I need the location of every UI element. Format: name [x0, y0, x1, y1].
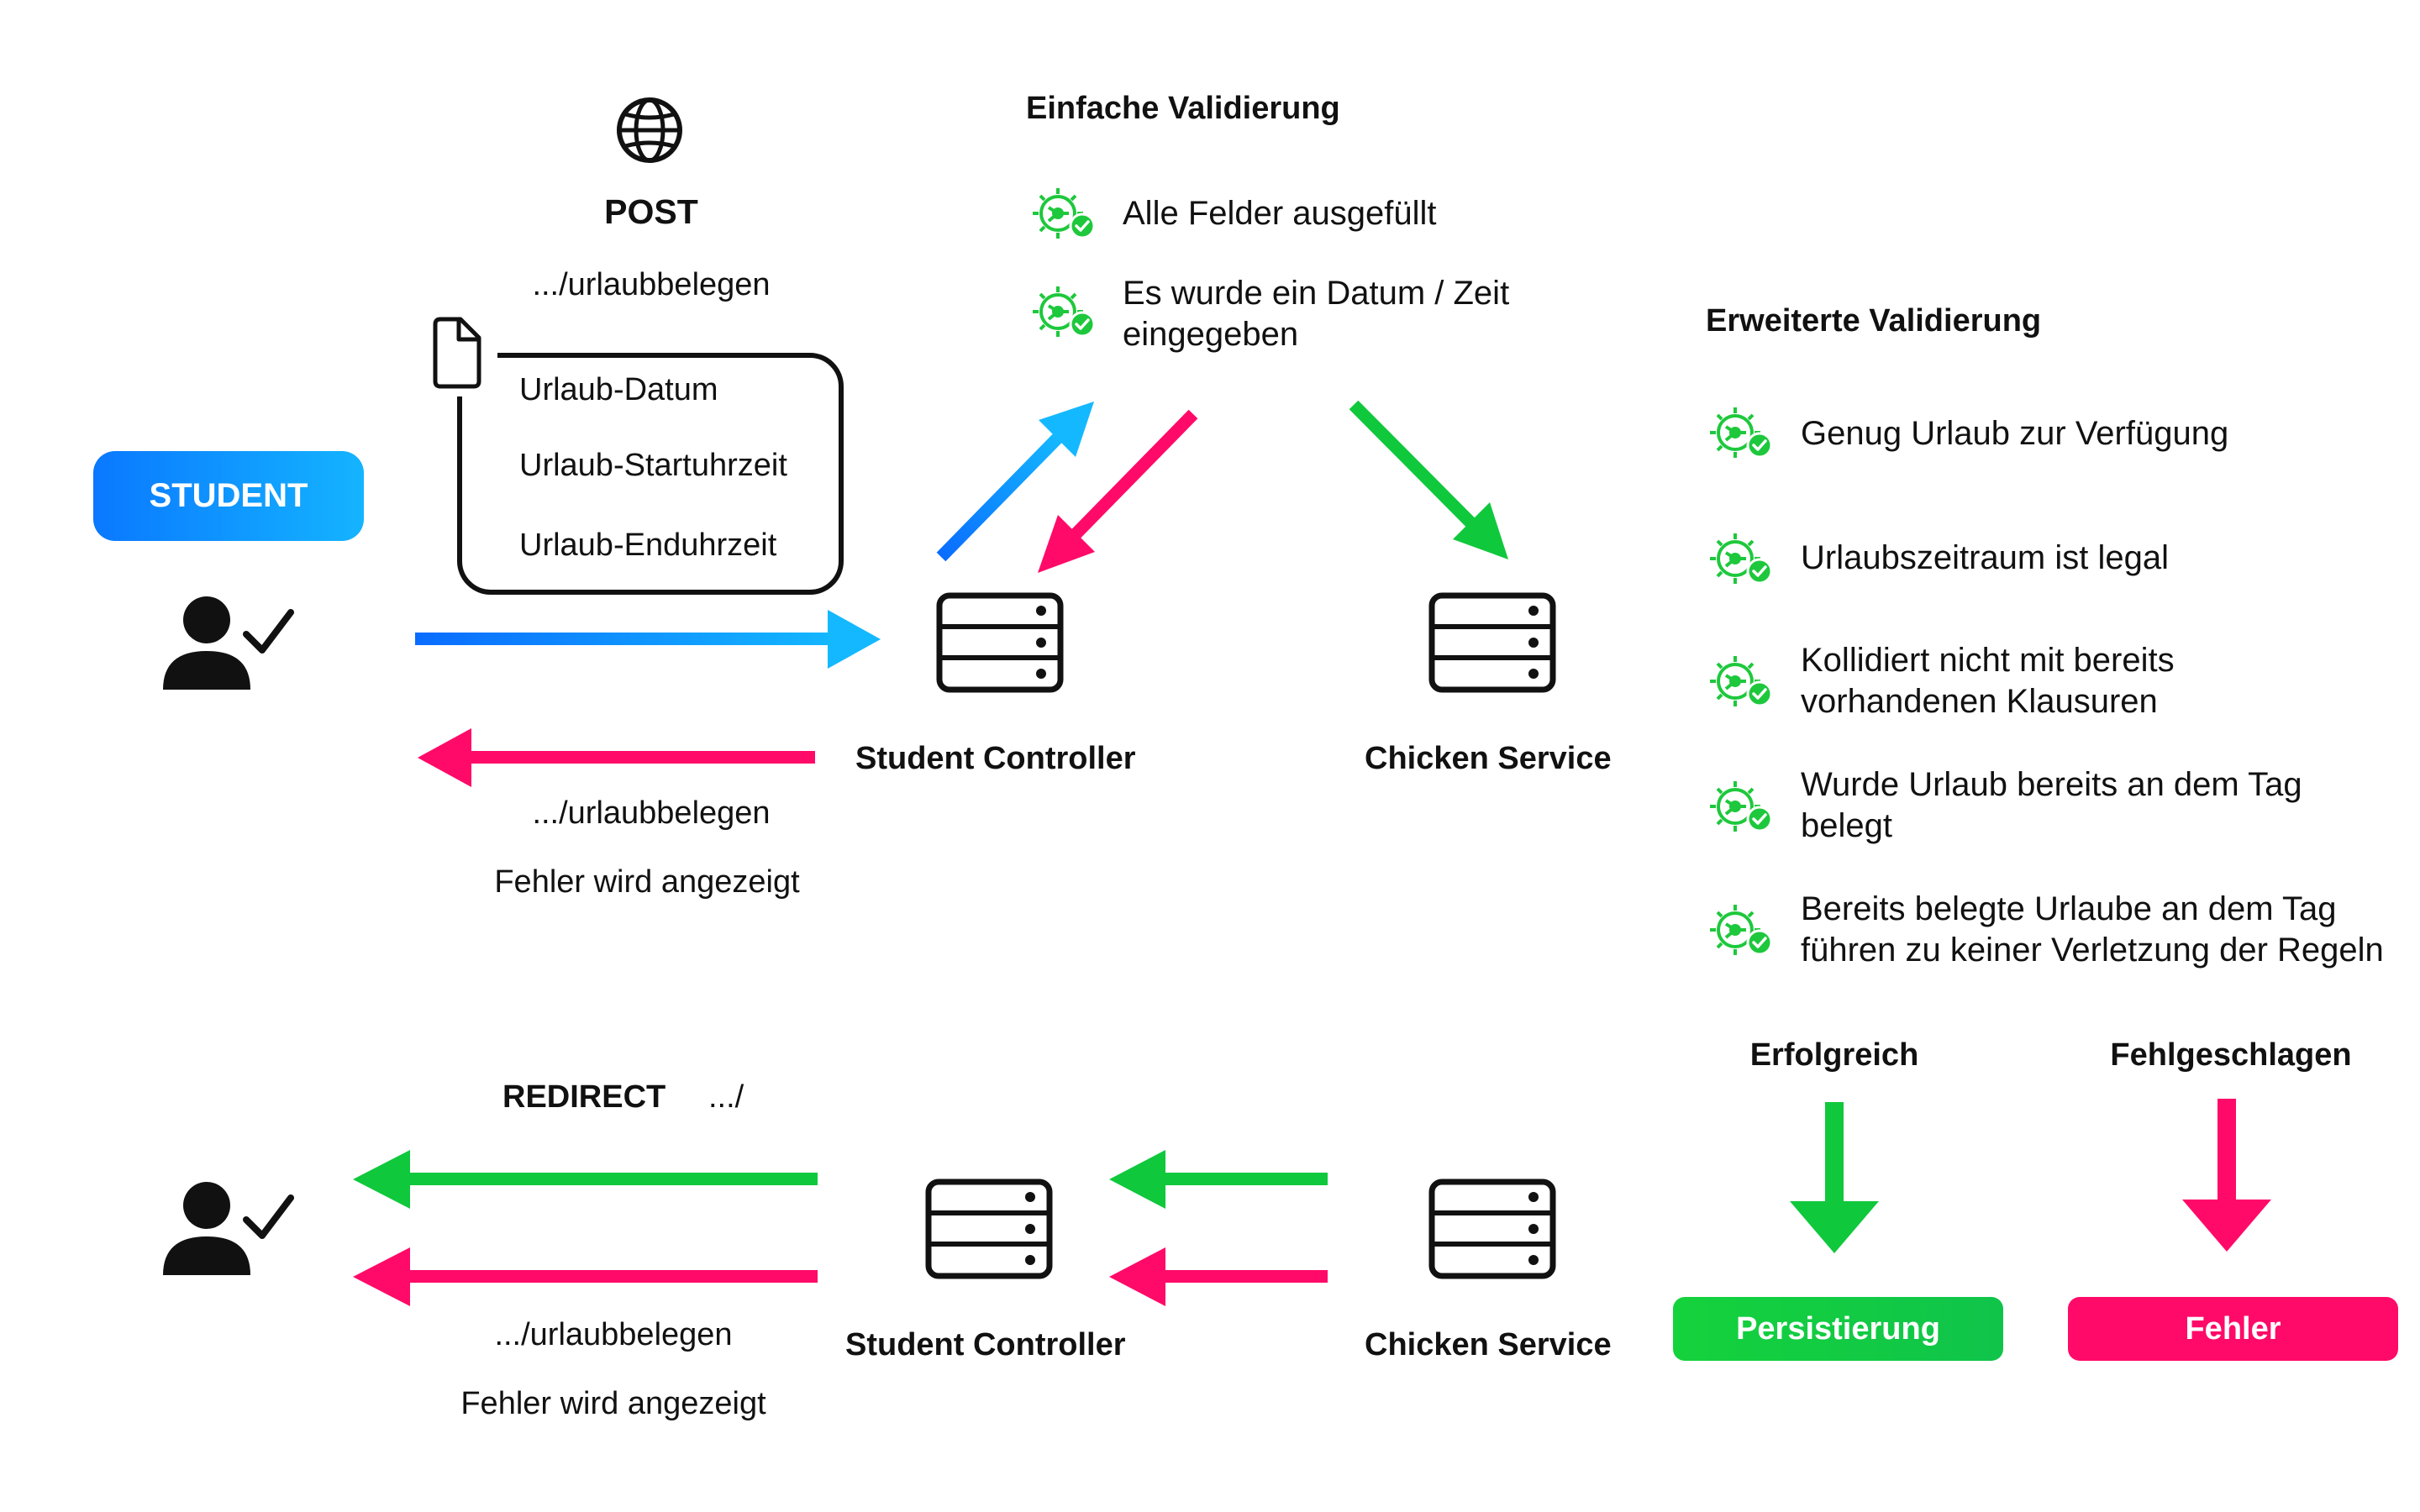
- extended-validation-item: Urlaubszeitraum ist legal: [1801, 538, 2169, 579]
- controller-label: Student Controller: [855, 741, 1136, 776]
- gear-check-icon: [1710, 533, 1773, 585]
- failure-outcome-label: Fehlgeschlagen: [2110, 1037, 2352, 1073]
- error-endpoint: .../urlaubbelegen: [532, 795, 771, 831]
- student-label: STUDENT: [93, 451, 364, 541]
- gear-check-icon: [1710, 407, 1773, 459]
- simple-validation-item: Es wurde ein Datum / Zeit eingegeben: [1123, 273, 1509, 355]
- payload-field-start: Urlaub-Startuhrzeit: [519, 448, 787, 483]
- extended-validation-item-line: Bereits belegte Urlaube an dem Tag: [1801, 890, 2337, 927]
- simple-validation-item: Alle Felder ausgefüllt: [1123, 193, 1437, 234]
- extended-validation-item-line: vorhandenen Klausuren: [1801, 683, 2158, 720]
- extended-validation-item: Bereits belegte Urlaube an dem Tag führe…: [1801, 889, 2384, 971]
- globe-icon: [617, 97, 682, 163]
- user-check-icon: [163, 1182, 294, 1275]
- to-simple-validation-arrow: [936, 402, 1094, 562]
- gear-check-icon: [1033, 286, 1096, 338]
- gear-check-icon: [1710, 656, 1773, 707]
- error-return-arrow: [418, 728, 815, 787]
- persistence-result: Persistierung: [1673, 1297, 2003, 1361]
- extended-validation-item-line: führen zu keiner Verletzung der Regeln: [1801, 932, 2384, 969]
- extended-validation-item-line: Urlaubszeitraum ist legal: [1801, 539, 2169, 576]
- user-check-icon: [163, 596, 294, 690]
- request-payload-box: [457, 353, 844, 595]
- service-label: Chicken Service: [1365, 741, 1612, 776]
- gear-check-icon: [1710, 781, 1773, 832]
- request-arrow: [415, 610, 881, 669]
- controller-label: Student Controller: [845, 1327, 1126, 1362]
- controller-to-student-pink-arrow: [353, 1247, 818, 1306]
- payload-field-end: Urlaub-Enduhrzeit: [519, 528, 777, 563]
- gear-check-icon: [1033, 188, 1096, 239]
- redirect-error-endpoint: .../urlaubbelegen: [494, 1317, 733, 1352]
- extended-validation-item-line: Wurde Urlaub bereits an dem Tag: [1801, 766, 2302, 803]
- error-result: Fehler: [2068, 1297, 2398, 1361]
- extended-validation-item-line: Kollidiert nicht mit bereits: [1801, 642, 2175, 679]
- gear-check-icon: [1710, 905, 1773, 956]
- simple-validation-title: Einfache Validierung: [1026, 91, 1340, 126]
- redirect-label: REDIRECT: [502, 1079, 666, 1115]
- success-outcome-label: Erfolgreich: [1749, 1037, 1919, 1073]
- request-method: POST: [604, 192, 698, 231]
- server-icon: [925, 1179, 1053, 1279]
- simple-validation-item-line: eingegeben: [1123, 316, 1299, 353]
- redirect-error-message: Fehler wird angezeigt: [460, 1386, 766, 1421]
- extended-validation-item-line: belegt: [1801, 807, 1892, 844]
- extended-validation-item: Genug Urlaub zur Verfügung: [1801, 413, 2228, 454]
- payload-field-date: Urlaub-Datum: [519, 372, 718, 407]
- server-icon: [1428, 1179, 1556, 1279]
- document-icon: [433, 317, 481, 389]
- simple-validation-item-line: Es wurde ein Datum / Zeit: [1123, 275, 1510, 312]
- extended-validation-item: Kollidiert nicht mit bereits vorhandenen…: [1801, 640, 2175, 722]
- server-icon: [1428, 592, 1556, 693]
- simple-validation-item-line: Alle Felder ausgefüllt: [1123, 195, 1437, 232]
- from-simple-validation-arrow: [1038, 409, 1198, 573]
- to-service-arrow: [1349, 400, 1508, 559]
- service-to-controller-pink-arrow: [1109, 1247, 1328, 1306]
- server-icon: [936, 592, 1064, 693]
- request-endpoint: .../urlaubbelegen: [532, 267, 771, 302]
- extended-validation-item: Wurde Urlaub bereits an dem Tag belegt: [1801, 764, 2302, 847]
- extended-validation-title: Erweiterte Validierung: [1706, 303, 2042, 339]
- error-message: Fehler wird angezeigt: [494, 864, 800, 900]
- extended-validation-item-line: Genug Urlaub zur Verfügung: [1801, 415, 2229, 452]
- redirect-target: .../: [708, 1079, 744, 1115]
- success-down-arrow: [1790, 1102, 1879, 1253]
- failure-down-arrow: [2182, 1099, 2271, 1252]
- controller-to-student-green-arrow: [353, 1150, 818, 1209]
- service-to-controller-green-arrow: [1109, 1150, 1328, 1209]
- service-label: Chicken Service: [1365, 1327, 1612, 1362]
